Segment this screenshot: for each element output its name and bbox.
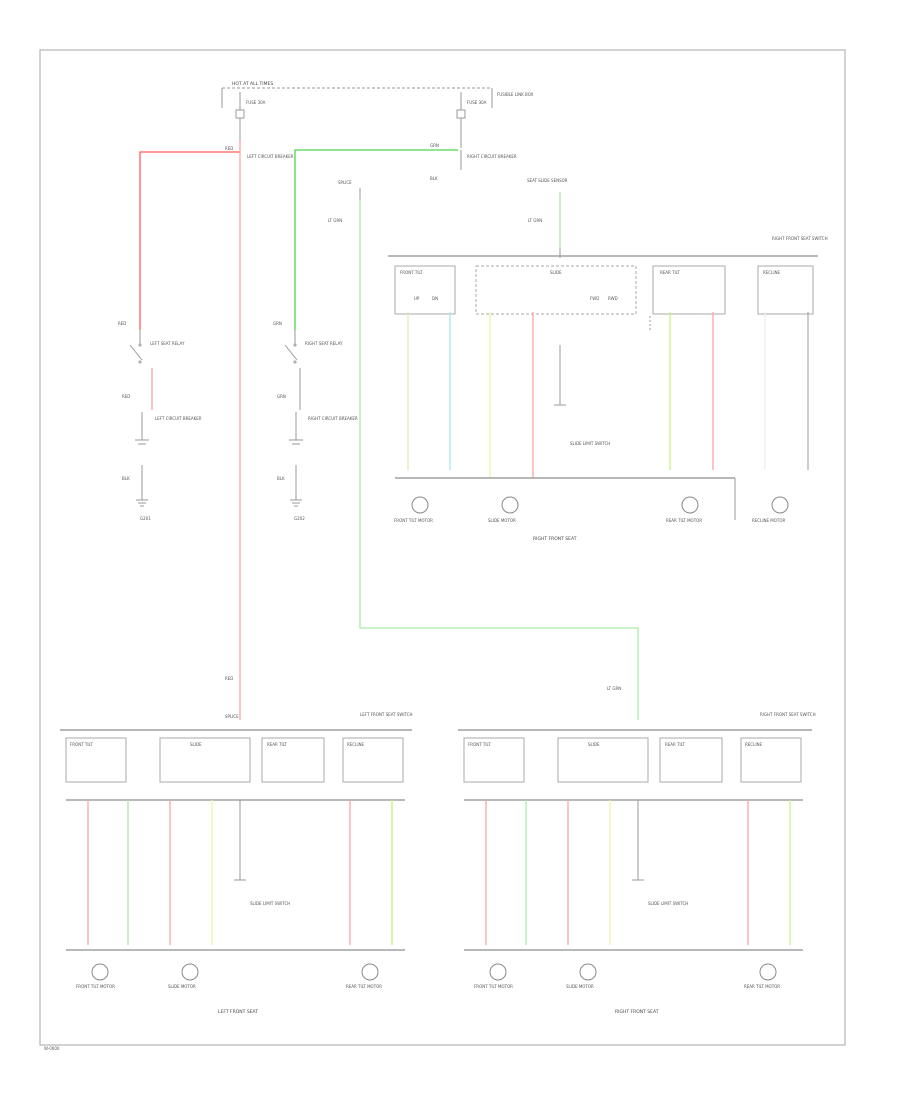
rear-sensor-wire-label: LT GRN: [528, 218, 542, 223]
left-relay-stack: RED LEFT SEAT RELAY RED LEFT CIRCUIT BRE…: [118, 321, 202, 521]
u-rear-tilt-label: REAR TILT: [660, 270, 680, 275]
lf-limit-switch-label: SLIDE LIMIT SWITCH: [250, 901, 290, 906]
right-front-seat-section: RIGHT FRONT SEAT SWITCH FRONT TILT SLIDE…: [458, 712, 816, 1015]
u-dn-label: DN: [432, 296, 438, 301]
left-relay-wire-label: RED: [122, 394, 130, 399]
lf-motor-slide-label: SLIDE MOTOR: [168, 984, 196, 989]
left-relay-coil-label: LEFT CIRCUIT BREAKER: [155, 416, 202, 421]
upper-seat-title: RIGHT FRONT SEAT: [533, 536, 577, 542]
u-motor-recline-label: RECLINE MOTOR: [752, 518, 785, 523]
rf-slide-label: SLIDE: [588, 742, 600, 747]
rf-feed-label: LT GRN: [607, 686, 621, 691]
right-breaker-label: RIGHT CIRCUIT BREAKER: [467, 154, 517, 159]
u-motor-rear-label: REAR TILT MOTOR: [666, 518, 702, 523]
right-relay-stack: GRN RIGHT SEAT RELAY GRN RIGHT CIRCUIT B…: [273, 321, 358, 521]
u-motor-slide-label: SLIDE MOTOR: [488, 518, 516, 523]
right-relay-wire-label: GRN: [277, 394, 286, 399]
footer-code: W-0000: [44, 1046, 60, 1051]
u-motor-front-label: FRONT TILT MOTOR: [394, 518, 433, 523]
left-front-seat-section: LEFT FRONT SEAT SWITCH FRONT TILT SLIDE …: [60, 712, 413, 1015]
right-ground-label: G202: [294, 516, 305, 521]
upper-right-seat-section: SEAT SLIDE SENSOR LT GRN RIGHT FRONT SEA…: [388, 178, 828, 542]
fuse-right-label: FUSE 30A: [467, 100, 487, 105]
left-relay-top-label: RED: [118, 321, 126, 326]
u-fwd-label: FWD: [590, 296, 599, 301]
green-power-wire: [294, 149, 458, 330]
left-relay-label: LEFT SEAT RELAY: [150, 341, 185, 346]
left-ground-label: G201: [140, 516, 151, 521]
u-rwd-label: RWD: [608, 296, 618, 301]
u-recline-label: RECLINE: [763, 270, 781, 275]
fusible-link-box-label: FUSIBLE LINK BOX: [497, 92, 534, 97]
right-ground-wire-label: BLK: [277, 476, 285, 481]
rf-switch-title: RIGHT FRONT SEAT SWITCH: [760, 712, 816, 717]
lf-switch-title: LEFT FRONT SEAT SWITCH: [360, 712, 413, 717]
lf-rear-tilt-label: REAR TILT: [267, 742, 287, 747]
left-breaker-label: LEFT CIRCUIT BREAKER: [247, 154, 294, 159]
u-limit-switch-label: SLIDE LIMIT SWITCH: [570, 441, 610, 446]
splice-mid-label: SPLICE: [338, 180, 352, 185]
rf-motor-slide-label: SLIDE MOTOR: [566, 984, 594, 989]
fuse-left-label: FUSE 30A: [246, 100, 266, 105]
wire-mid-label: LT GRN: [328, 218, 342, 223]
left-ground-wire-label: BLK: [122, 476, 130, 481]
pink-feed-label: RED: [225, 676, 233, 681]
upper-switch-title: RIGHT FRONT SEAT SWITCH: [772, 236, 828, 241]
lf-front-tilt-label: FRONT TILT: [70, 742, 93, 747]
u-slide-label: SLIDE: [550, 270, 562, 275]
right-relay-coil-label: RIGHT CIRCUIT BREAKER: [308, 416, 358, 421]
rear-sensor-label: SEAT SLIDE SENSOR: [527, 178, 568, 183]
rf-seat-title: RIGHT FRONT SEAT: [615, 1009, 659, 1015]
lf-seat-title: LEFT FRONT SEAT: [218, 1009, 258, 1015]
hot-at-all-times-label: HOT AT ALL TIMES: [232, 81, 273, 87]
lightgreen-feed-wire: [359, 200, 639, 720]
rf-motor-rear-label: REAR TILT MOTOR: [744, 984, 780, 989]
u-front-tilt-label: FRONT TILT: [400, 270, 423, 275]
diagram-frame: [39, 49, 846, 1046]
rf-limit-switch-label: SLIDE LIMIT SWITCH: [648, 901, 688, 906]
right-relay-label: RIGHT SEAT RELAY: [305, 341, 343, 346]
red-power-wire: [139, 151, 240, 330]
right-relay-top-label: GRN: [273, 321, 282, 326]
power-supply-section: HOT AT ALL TIMES FUSIBLE LINK BOX FUSE 3…: [221, 81, 534, 181]
lf-feed-splice-label: SPLICE: [225, 714, 239, 719]
rf-rear-tilt-label: REAR TILT: [665, 742, 685, 747]
lf-motor-front-label: FRONT TILT MOTOR: [76, 984, 115, 989]
ground-top-label: BLK: [430, 176, 438, 181]
lf-recline-label: RECLINE: [347, 742, 365, 747]
lf-slide-label: SLIDE: [190, 742, 202, 747]
red-wire-label: RED: [225, 146, 233, 151]
rf-recline-label: RECLINE: [745, 742, 763, 747]
green-wire-label: GRN: [430, 143, 439, 148]
rf-motor-front-label: FRONT TILT MOTOR: [474, 984, 513, 989]
lf-motor-rear-label: REAR TILT MOTOR: [346, 984, 382, 989]
u-up-label: UP: [414, 296, 420, 301]
rf-front-tilt-label: FRONT TILT: [468, 742, 491, 747]
